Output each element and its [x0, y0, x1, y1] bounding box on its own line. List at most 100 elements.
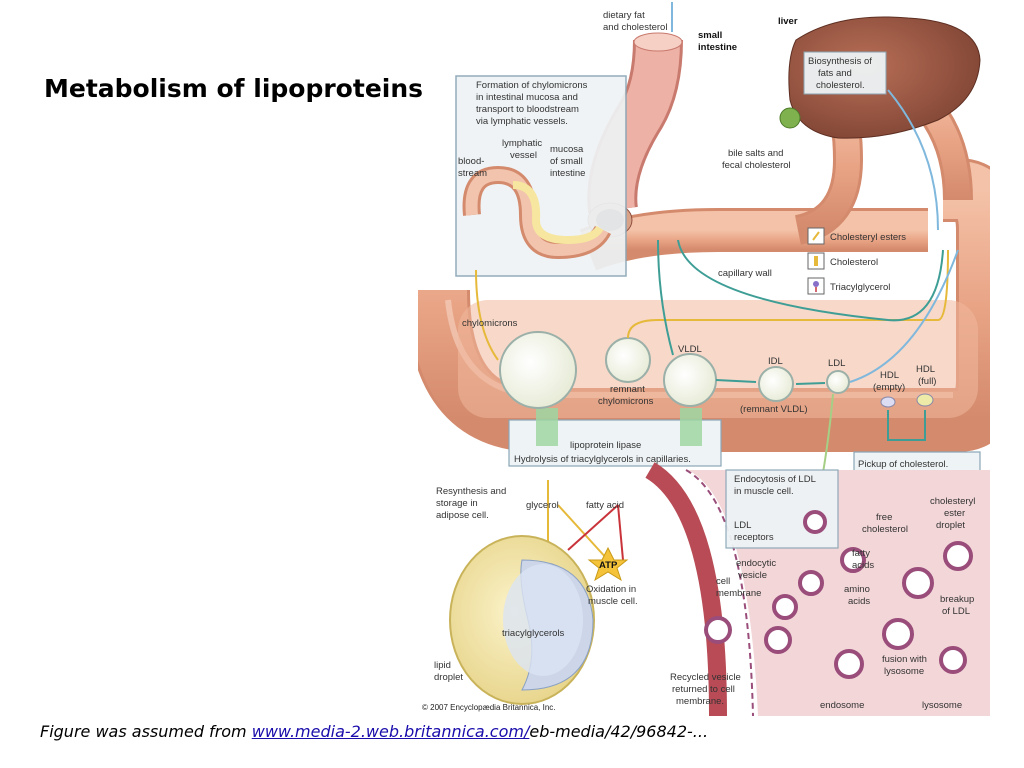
idl-label: IDL [768, 356, 783, 367]
chylomicron-particle [499, 331, 577, 409]
vesicles [704, 510, 973, 679]
svg-text:intestine: intestine [698, 42, 737, 53]
recycled-label: Recycled vesicle [670, 672, 741, 683]
svg-text:returned to cell: returned to cell [672, 684, 735, 695]
atp-label: ATP [599, 560, 618, 571]
lipid-droplet-label: lipid [434, 660, 451, 671]
figure-caption: Figure was assumed from www.media-2.web.… [40, 722, 708, 741]
fatty-acid-label: fatty acid [586, 500, 624, 511]
lysosome-label: lysosome [922, 700, 962, 711]
endosome-vesicle [834, 649, 864, 679]
endocytosis-box [725, 469, 839, 549]
svg-text:vessel: vessel [510, 150, 537, 161]
liver-label: liver [778, 16, 798, 27]
svg-text:intestine: intestine [550, 168, 585, 179]
svg-text:muscle cell.: muscle cell. [588, 596, 638, 607]
copyright-label: © 2007 Encyclopædia Britannica, Inc. [422, 703, 556, 712]
svg-text:vesicle: vesicle [738, 570, 767, 581]
svg-text:of small: of small [550, 156, 583, 167]
lymphatic-label: lymphatic [502, 138, 542, 149]
svg-text:chylomicrons: chylomicrons [598, 396, 654, 407]
svg-text:membrane: membrane [716, 588, 761, 599]
source-link[interactable]: www.media-2.web.britannica.com/ [251, 722, 530, 741]
svg-text:stream: stream [458, 168, 487, 179]
dietary-label: dietary fat [603, 10, 645, 21]
breakup-vesicle [902, 567, 934, 599]
endocytosis-label: Endocytosis of LDL [734, 474, 816, 485]
endocytic-vesicle [798, 570, 824, 596]
svg-text:droplet: droplet [434, 672, 463, 683]
lipoprotein-metabolism-figure: dietary fat and cholesterol small intest… [418, 0, 990, 716]
formation-label: Formation of chylomicrons [476, 80, 588, 91]
triacylglycerols-label: triacylglycerols [502, 628, 565, 639]
svg-text:via lymphatic vessels.: via lymphatic vessels. [476, 116, 568, 127]
amino-acids-label: amino [844, 584, 870, 595]
cholesteryl-ester-droplet [943, 541, 973, 571]
remnant-chylomicrons-label: remnant [610, 384, 645, 395]
cell-membrane-label: cell [716, 576, 730, 587]
hdl-empty-label: HDL [880, 370, 899, 381]
remnant-vldl-label: (remnant VLDL) [740, 404, 808, 415]
adipose-cell [449, 535, 595, 705]
caption-prefix: Figure was assumed from [40, 722, 252, 741]
ldl-receptor-vesicle [803, 510, 827, 534]
cell-membrane-line [685, 469, 754, 716]
resynthesis-label: Resynthesis and [436, 486, 506, 497]
hydrolysis-label: Hydrolysis of triacylglycerols in capill… [514, 454, 691, 465]
atp-star [587, 546, 629, 582]
svg-text:fecal cholesterol: fecal cholesterol [722, 160, 791, 171]
ldl-particle [826, 370, 850, 394]
lipase-receptor-left [536, 408, 558, 446]
svg-text:and cholesterol: and cholesterol [603, 22, 667, 33]
fusion-vesicle [882, 618, 914, 650]
capillary-wall-label: capillary wall [718, 268, 772, 279]
biosynthesis-box [803, 51, 887, 95]
breakup-ldl-label: breakup [940, 594, 974, 605]
vldl-particle [663, 353, 717, 407]
biosynthesis-label: Biosynthesis of [808, 56, 872, 67]
idl-particle [758, 366, 794, 402]
lipoprotein-particles [499, 331, 934, 409]
lysosome-vesicle [939, 646, 967, 674]
svg-text:transport to bloodstream: transport to bloodstream [476, 104, 579, 115]
fusion-label: fusion with [882, 654, 927, 665]
ldl-receptors-label: LDL [734, 520, 751, 531]
vldl-label: VLDL [678, 344, 702, 355]
mucosa-label: mucosa [550, 144, 584, 155]
figure-canvas: dietary fat and cholesterol small intest… [418, 2, 990, 716]
slide-title: Metabolism of lipoproteins [44, 74, 424, 103]
legend-cholesteryl-esters: Cholesteryl esters [830, 232, 906, 243]
endocytic-vesicle-label: endocytic [736, 558, 776, 569]
svg-text:receptors: receptors [734, 532, 774, 543]
hdl-full-label: HDL [916, 364, 935, 375]
legend-cholesterol: Cholesterol [830, 257, 878, 268]
svg-text:in intestinal mucosa and: in intestinal mucosa and [476, 92, 578, 103]
svg-text:(full): (full) [918, 376, 936, 387]
hdl-empty-particle [880, 396, 896, 408]
lipid-droplet [503, 564, 583, 676]
oxidation-label: Oxidation in [586, 584, 636, 595]
figure-labels: dietary fat and cholesterol small intest… [422, 2, 975, 712]
bile-label: bile salts and [728, 148, 783, 159]
svg-text:droplet: droplet [936, 520, 965, 531]
pickup-label: Pickup of cholesterol. [858, 459, 948, 470]
svg-text:acids: acids [848, 596, 870, 607]
svg-text:adipose cell.: adipose cell. [436, 510, 489, 521]
svg-text:in muscle cell.: in muscle cell. [734, 486, 794, 497]
cholesteryl-ester-droplet-label: cholesteryl [930, 496, 975, 507]
capillary-section [645, 462, 727, 716]
legend-triacylglycerol: Triacylglycerol [830, 282, 890, 293]
endosome-label: endosome [820, 700, 864, 711]
svg-text:(empty): (empty) [873, 382, 905, 393]
svg-text:cholesterol.: cholesterol. [816, 80, 865, 91]
free-cholesterol-label: free [876, 512, 892, 523]
svg-text:fats and: fats and [818, 68, 852, 79]
svg-text:acids: acids [852, 560, 874, 571]
ldl-label: LDL [828, 358, 845, 369]
pathway-arrows [475, 89, 959, 561]
lipoprotein-lipase-label: lipoprotein lipase [570, 440, 641, 451]
hdl-full-particle [916, 393, 934, 407]
lipase-receptor-right [680, 408, 702, 446]
svg-text:cholesterol: cholesterol [862, 524, 908, 535]
svg-text:storage in: storage in [436, 498, 478, 509]
